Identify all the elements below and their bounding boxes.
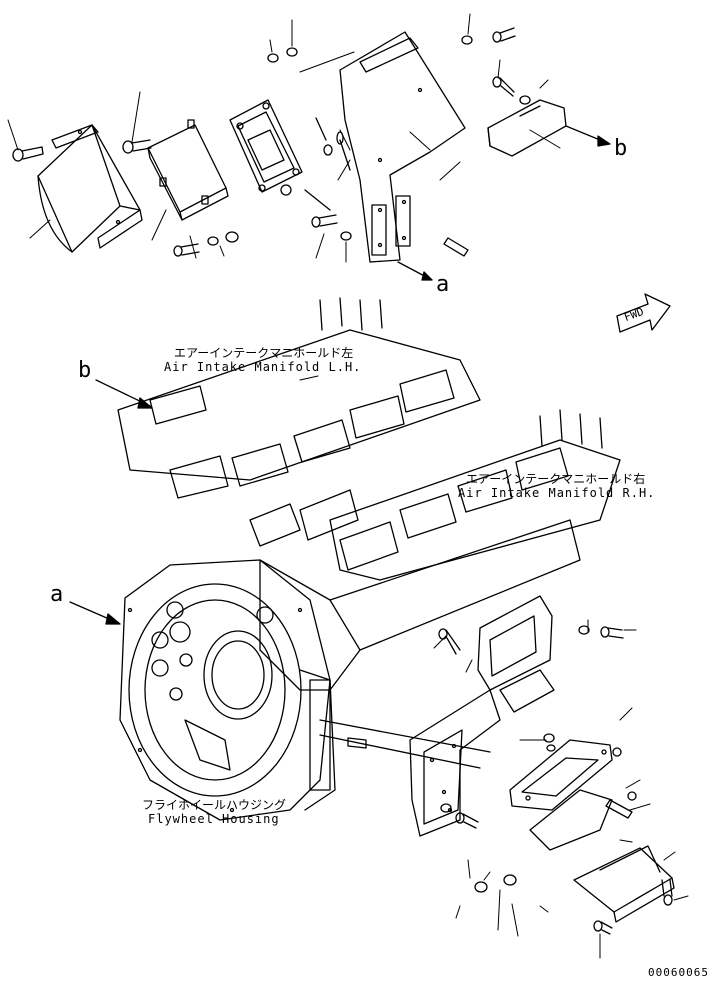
lower-cover bbox=[573, 845, 675, 923]
engine-block bbox=[117, 297, 621, 691]
callout-b-top: b bbox=[614, 136, 628, 161]
fitting-lines bbox=[304, 117, 351, 211]
leader-lines-upper bbox=[7, 13, 561, 263]
air-intake-lh-jp: エアーインテークマニホールド左 bbox=[174, 346, 354, 360]
rod-lines bbox=[319, 719, 491, 769]
top-mounting-plate bbox=[229, 99, 303, 196]
air-intake-rh-en: Air Intake Manifold R.H. bbox=[458, 486, 656, 500]
callout-a-top: a bbox=[436, 272, 450, 297]
lower-washers bbox=[440, 625, 637, 893]
flywheel-housing-jp: フライホイールハウジング bbox=[142, 798, 287, 812]
flywheel-housing-en: Flywheel Housing bbox=[148, 812, 280, 826]
leader-lines-lower bbox=[433, 619, 689, 959]
lower-mounting-bracket bbox=[477, 595, 555, 713]
ecu-box bbox=[147, 119, 229, 221]
upper-bolts bbox=[173, 27, 516, 257]
callout-b-left: b bbox=[78, 358, 92, 383]
air-intake-lh-en: Air Intake Manifold L.H. bbox=[164, 360, 362, 374]
drawing-code: 00060065 bbox=[648, 966, 709, 979]
callout-a-left: a bbox=[50, 582, 64, 607]
lower-bolts bbox=[438, 626, 673, 935]
lower-panel-bracket bbox=[409, 689, 501, 837]
bolt-top-left-2 bbox=[122, 139, 152, 154]
flywheel-housing bbox=[119, 559, 336, 821]
upper-panel-bracket bbox=[339, 31, 466, 263]
upper-right-bracket bbox=[487, 99, 567, 157]
fwd-arrow bbox=[616, 293, 671, 333]
left-cover-bracket bbox=[37, 124, 143, 253]
upper-washers bbox=[207, 35, 531, 246]
lower-controller bbox=[509, 739, 613, 851]
air-intake-rh-jp: エアーインテークマニホールド右 bbox=[466, 472, 646, 486]
arrow-b-top bbox=[565, 125, 601, 141]
